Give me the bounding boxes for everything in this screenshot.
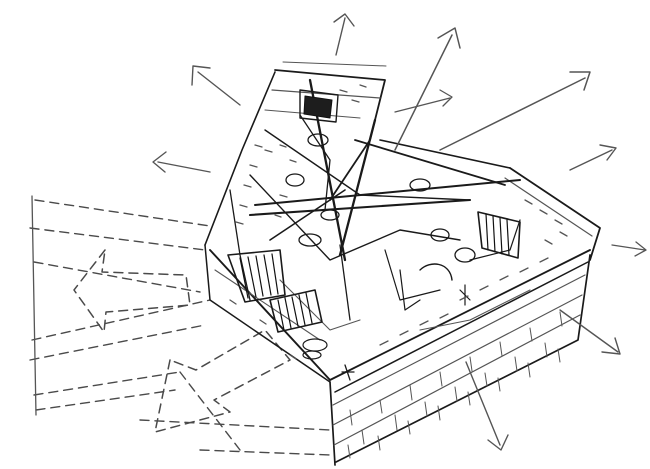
site-outline-dashed <box>29 195 331 456</box>
building-outline <box>204 61 601 466</box>
view-arrow-northeast-short <box>394 89 453 113</box>
core-block-center <box>269 289 323 333</box>
view-arrow-north <box>333 13 355 56</box>
core-block-left <box>227 249 286 303</box>
view-arrow-southeast <box>559 309 621 355</box>
diagonal-bracing <box>248 78 521 262</box>
view-arrow-north-northeast <box>394 27 461 151</box>
approach-arrow-dashed-upper <box>73 249 191 333</box>
interior-walls <box>229 114 531 331</box>
core-block-top <box>299 89 339 123</box>
view-arrow-east-upper <box>439 71 591 151</box>
view-arrow-east <box>569 144 617 171</box>
core-block-right <box>477 211 521 259</box>
roof-texture-dashes <box>229 84 568 360</box>
furniture-sketch-marks <box>285 133 476 381</box>
approach-arrow-dashed-lower <box>154 329 291 433</box>
view-arrow-west <box>152 151 211 173</box>
view-arrow-south <box>465 361 509 451</box>
view-arrow-northwest <box>191 65 241 106</box>
view-arrow-east-lower <box>611 241 647 257</box>
